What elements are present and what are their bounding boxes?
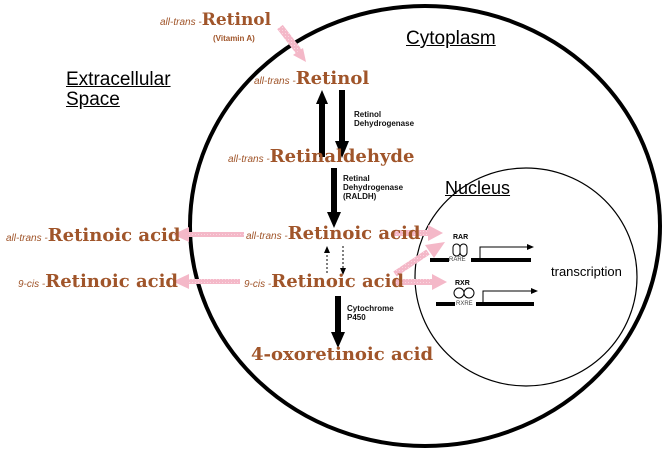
nuclear-arrow-atra-to-rar	[394, 225, 443, 241]
enzyme-line: P450	[347, 313, 366, 322]
rxr-transcription-start-arrow	[482, 290, 534, 302]
compound-name: Retinoic acid	[271, 271, 405, 292]
cytoplasm-label: Cytoplasm	[406, 28, 496, 49]
uptake-arrow	[277, 24, 306, 62]
retinol-extracellular: all-trans -Retinol	[160, 10, 271, 30]
rare-element-label: RARE	[449, 257, 466, 263]
compound-name: Retinaldehyde	[269, 146, 415, 167]
isomer-prefix: all-trans -	[160, 17, 202, 28]
enzyme-line: Retinol	[354, 110, 382, 119]
reverse-arrow-retinaldehyde-to-retinol	[316, 90, 328, 157]
retinaldehyde: all-trans -Retinaldehyde	[228, 146, 414, 167]
enzyme-line: Dehydrogenase	[343, 183, 404, 192]
rar-transcription-start-arrow	[479, 246, 530, 258]
enzyme-cytochrome-p450: Cytochrome P450	[347, 304, 394, 322]
compound-name: Retinol	[295, 68, 370, 89]
all-trans-retinoic-acid-cytoplasm: all-trans -Retinoic acid	[246, 223, 420, 244]
9-cis-retinoic-acid-extracellular: 9-cis -Retinoic acid	[18, 271, 178, 292]
nuclear-membrane	[414, 167, 638, 387]
rar-receptor-label: RAR	[453, 234, 469, 241]
cell-membrane	[188, 4, 662, 448]
rar-receptor-left	[452, 243, 461, 257]
compound-name: Retinoic acid	[47, 225, 181, 246]
all-trans-retinoic-acid-extracellular: all-trans -Retinoic acid	[6, 225, 180, 246]
isomer-prefix: all-trans -	[246, 231, 288, 242]
arrow-retinaldehyde-to-retinoic-acid	[327, 168, 341, 228]
rxre-element-label: RXRE	[456, 301, 473, 307]
isomerization-arrow-down	[340, 246, 346, 275]
rxr-receptor-right	[463, 287, 475, 299]
4-oxoretinoic-acid: 4-oxoretinoic acid	[251, 344, 434, 365]
enzyme-raldh: Retinal Dehydrogenase (RALDH)	[343, 174, 403, 201]
compound-name: Retinoic acid	[45, 271, 179, 292]
extracellular-label-line1: Extracellular	[66, 69, 171, 90]
compound-name: Retinol	[201, 10, 272, 30]
rxr-dna-downstream	[476, 302, 534, 306]
isomer-prefix: all-trans -	[228, 154, 270, 165]
rar-dna-upstream	[430, 258, 449, 262]
export-arrow-9cis	[173, 274, 240, 289]
isomerization-arrow-up	[324, 246, 330, 273]
rxr-response-unit	[436, 287, 538, 306]
transcription-label: transcription	[551, 264, 622, 279]
nucleus-label: Nucleus	[445, 178, 511, 198]
isomer-prefix: all-trans -	[6, 233, 48, 244]
9-cis-retinoic-acid-cytoplasm: 9-cis -Retinoic acid	[244, 271, 404, 292]
enzyme-line: Cytochrome	[347, 304, 394, 313]
compound-name: Retinoic acid	[287, 223, 421, 244]
isomer-prefix: all-trans -	[254, 76, 296, 87]
extracellular-space-label: Extracellular Space	[66, 70, 171, 110]
retinol-cytoplasm: all-trans -Retinol	[254, 68, 369, 89]
isomer-prefix: 9-cis -	[244, 279, 272, 290]
enzyme-line: (RALDH)	[343, 192, 377, 201]
export-arrow-atra	[173, 227, 244, 242]
enzyme-line: Dehydrogenase	[354, 119, 415, 128]
extracellular-label-line2: Space	[66, 89, 120, 110]
arrow-retinoic-acid-to-oxoretinoic-acid	[331, 296, 345, 348]
enzyme-line: Retinal	[343, 174, 370, 183]
rxr-receptor-left	[453, 287, 465, 299]
vitamin-a-note: (Vitamin A)	[213, 34, 255, 43]
rar-dna-downstream	[471, 258, 531, 262]
rar-receptor-right	[459, 243, 468, 257]
rxr-dna-upstream	[436, 302, 455, 306]
rxr-receptor-label: RXR	[455, 280, 470, 287]
nuclear-arrow-9cis-to-rar	[393, 242, 445, 277]
arrow-retinol-to-retinaldehyde	[335, 90, 349, 158]
nuclear-arrow-9cis-to-rxr	[394, 274, 447, 290]
rar-response-unit	[430, 243, 534, 262]
isomer-prefix: 9-cis -	[18, 279, 46, 290]
enzyme-retinol-dehydrogenase: Retinol Dehydrogenase	[354, 110, 414, 128]
